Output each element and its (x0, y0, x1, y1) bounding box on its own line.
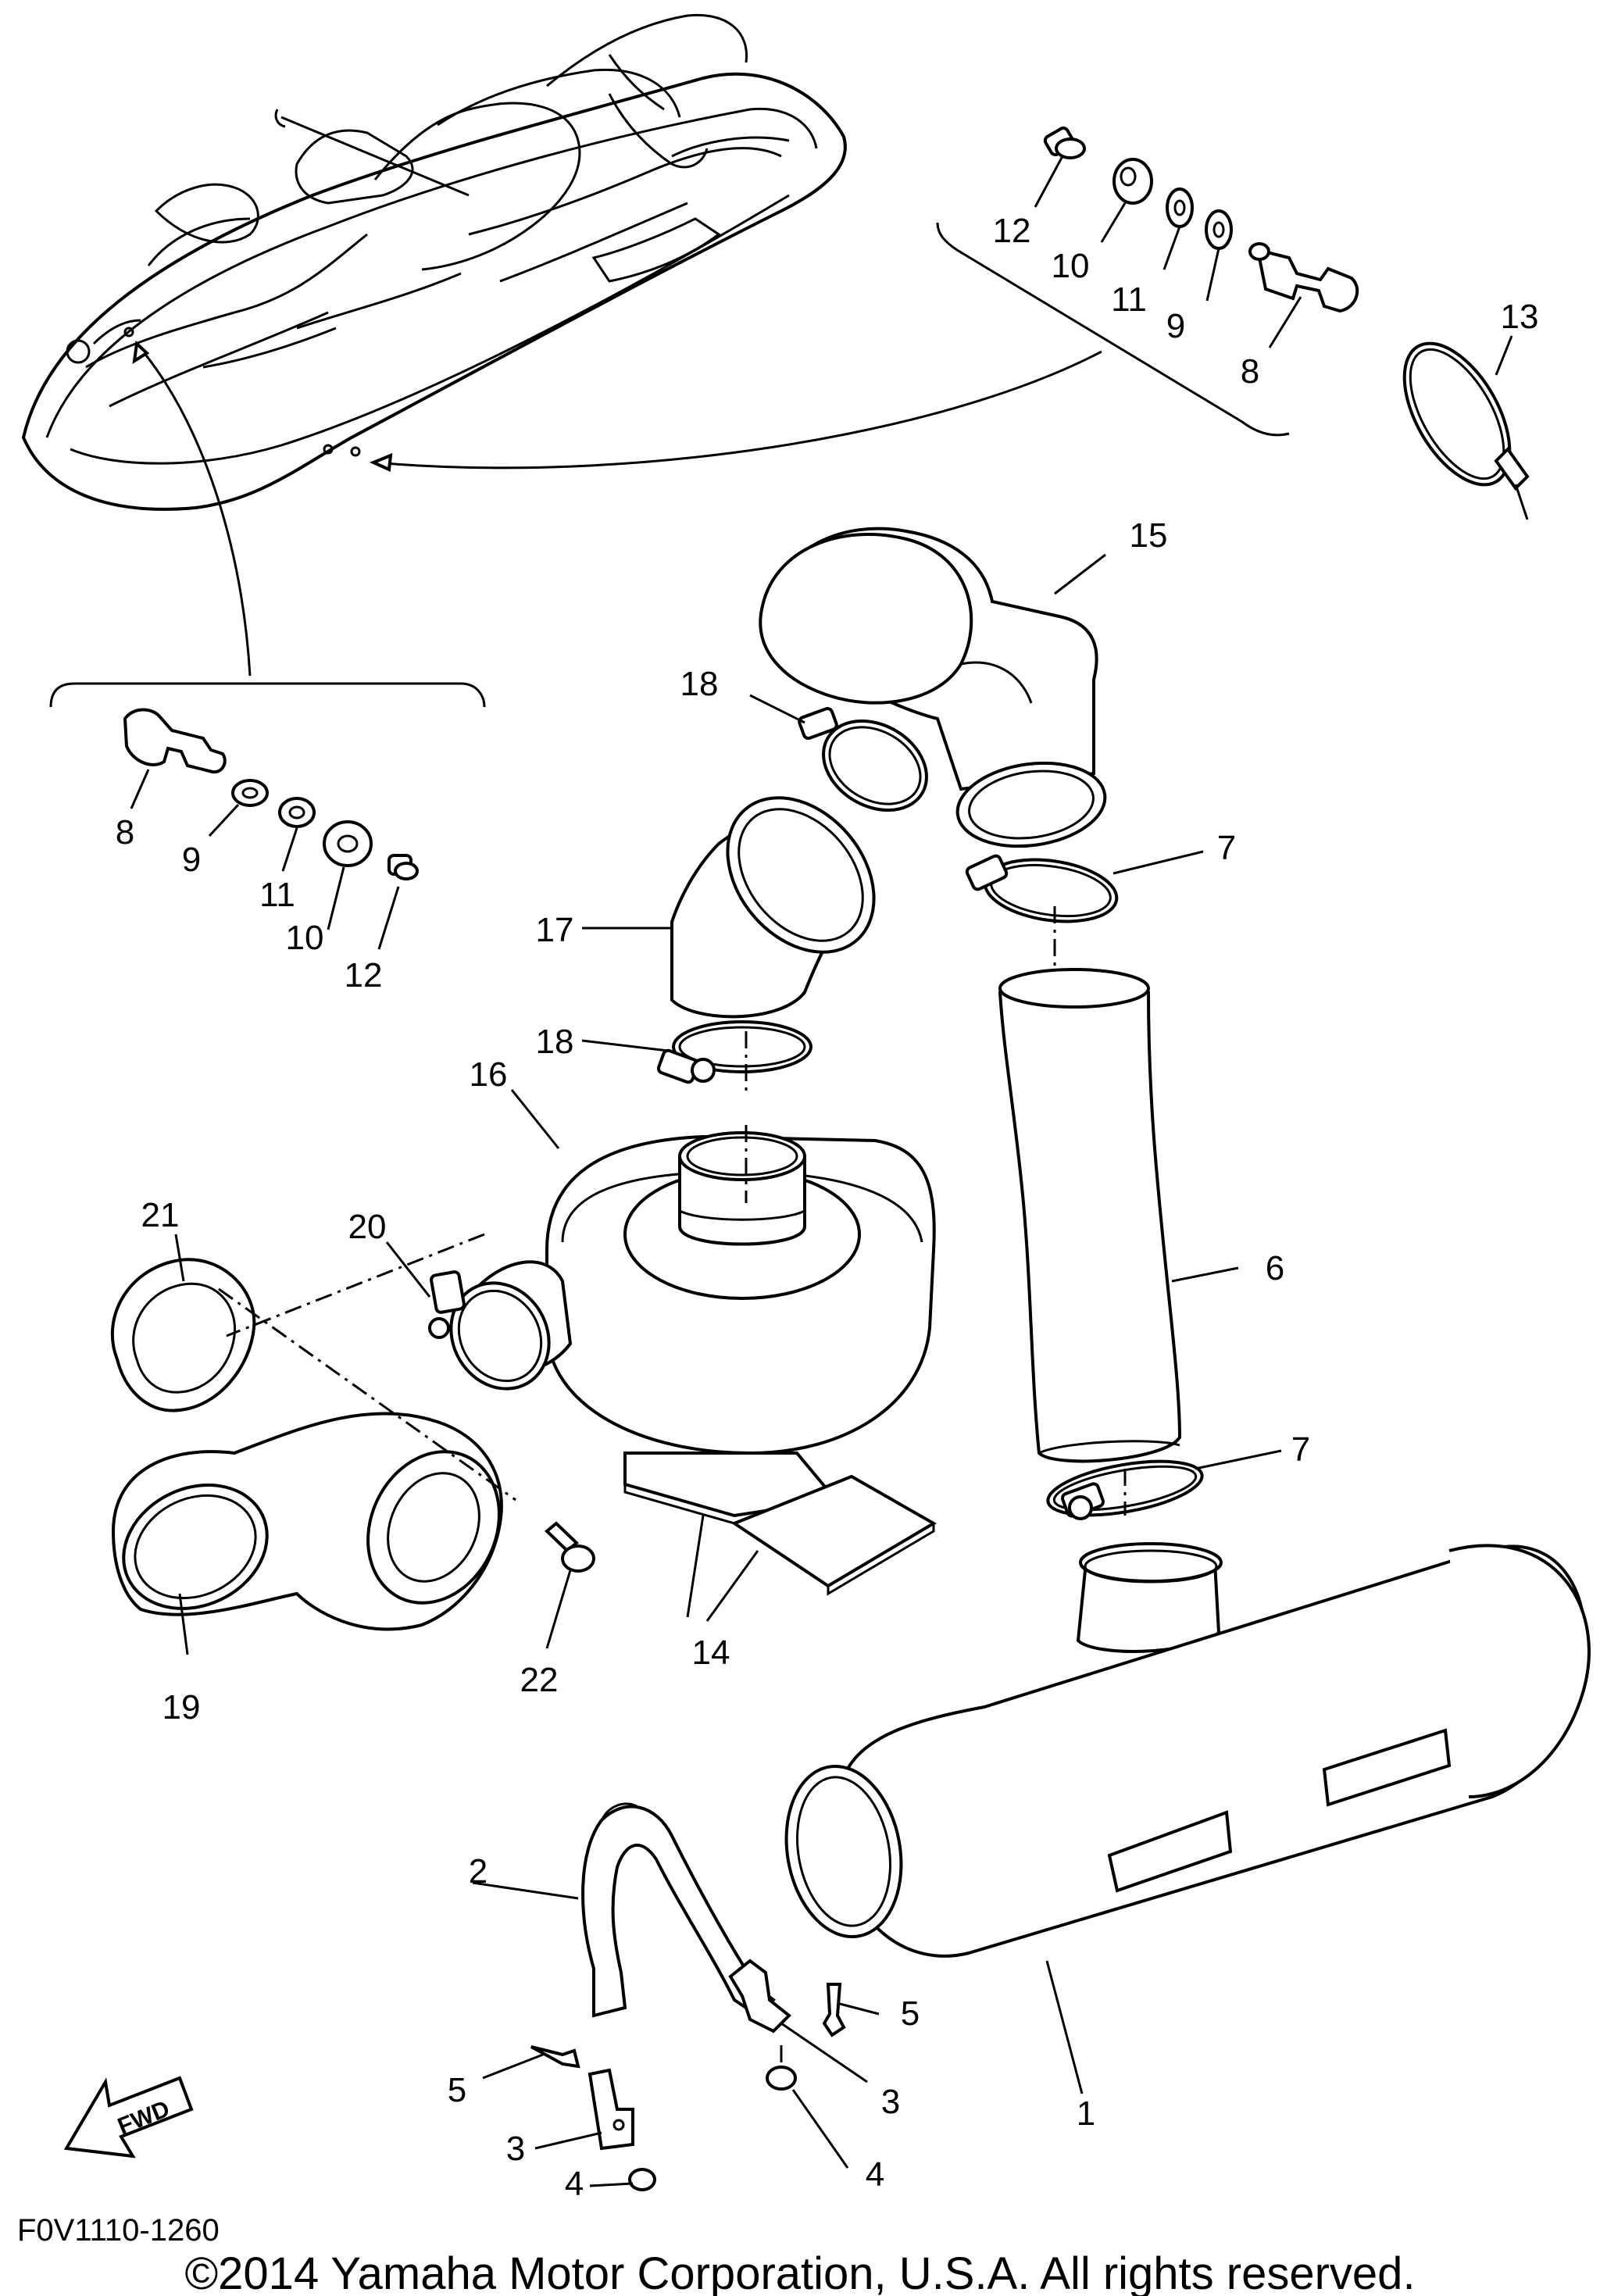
hose-clamp-18-top (798, 707, 928, 812)
pads-14 (623, 1452, 937, 1596)
fwd-arrow-icon: FWD (63, 2076, 194, 2159)
water-lock-16 (545, 1131, 936, 1455)
callout-7: 7 (1217, 829, 1236, 867)
fasteners-bottom (530, 1959, 846, 2191)
hose-6 (998, 968, 1182, 1463)
callout-13: 13 (1501, 298, 1539, 336)
centerline-a (226, 1233, 485, 1337)
callout-11: 11 (259, 876, 295, 914)
leader-arrow-rear (374, 350, 1102, 470)
hardware-top-right (1043, 126, 1359, 313)
outlet-20 (428, 1260, 573, 1391)
elbow-17 (670, 796, 876, 1019)
callout-8: 8 (116, 813, 134, 852)
bolt-22 (545, 1521, 595, 1573)
callout-labels: 12 10 11 9 8 13 15 18 7 17 18 16 20 21 6… (116, 212, 1539, 2203)
callout-22: 22 (520, 1661, 559, 1699)
callout-18: 18 (680, 665, 719, 703)
duct-19 (111, 1412, 503, 1631)
callout-9: 9 (182, 841, 201, 879)
hose-clamp-7-bottom (1046, 1459, 1204, 1520)
callout-5: 5 (448, 2071, 466, 2109)
callout-4: 4 (866, 2155, 884, 2194)
muffler-1 (784, 1542, 1591, 1958)
callout-1: 1 (1077, 2094, 1095, 2133)
callout-21: 21 (141, 1196, 180, 1234)
hardware-left (123, 708, 419, 880)
callout-7: 7 (1291, 1430, 1310, 1469)
callout-3: 3 (881, 2083, 900, 2121)
callout-17: 17 (536, 911, 574, 949)
callout-2: 2 (469, 1852, 488, 1891)
callout-12: 12 (345, 956, 383, 994)
callout-19: 19 (162, 1688, 201, 1726)
callout-10: 10 (286, 919, 324, 957)
hose-clamp-18-mid (656, 1020, 812, 1084)
reference-code: F0V1110-1260 (17, 2213, 220, 2248)
callout-6: 6 (1266, 1249, 1284, 1287)
hose-clamp-7-top (965, 854, 1119, 923)
callout-11: 11 (1111, 280, 1147, 319)
flange-21 (110, 1258, 256, 1412)
callout-3: 3 (506, 2130, 525, 2168)
elbow-15 (759, 527, 1107, 848)
leader-arrow-front (135, 343, 252, 677)
band-clamp-13 (1402, 341, 1530, 520)
bracket-group-top-right (936, 222, 1290, 437)
callout-8: 8 (1241, 352, 1259, 391)
callout-5: 5 (901, 1994, 920, 2033)
callout-20: 20 (348, 1208, 387, 1246)
copyright-notice: ©2014 Yamaha Motor Corporation, U.S.A. A… (184, 2248, 1415, 2296)
callout-12: 12 (993, 212, 1031, 250)
callout-9: 9 (1166, 307, 1185, 345)
callout-14: 14 (692, 1634, 730, 1672)
callout-18: 18 (536, 1023, 574, 1061)
callout-10: 10 (1052, 247, 1090, 285)
callout-15: 15 (1130, 516, 1168, 555)
centerline-b (218, 1287, 516, 1502)
callout-leaders (130, 155, 1513, 2187)
bracket-group-left (49, 682, 486, 708)
callout-4: 4 (565, 2165, 584, 2203)
callout-16: 16 (470, 1055, 508, 1094)
watercraft-illustration (21, 13, 847, 511)
